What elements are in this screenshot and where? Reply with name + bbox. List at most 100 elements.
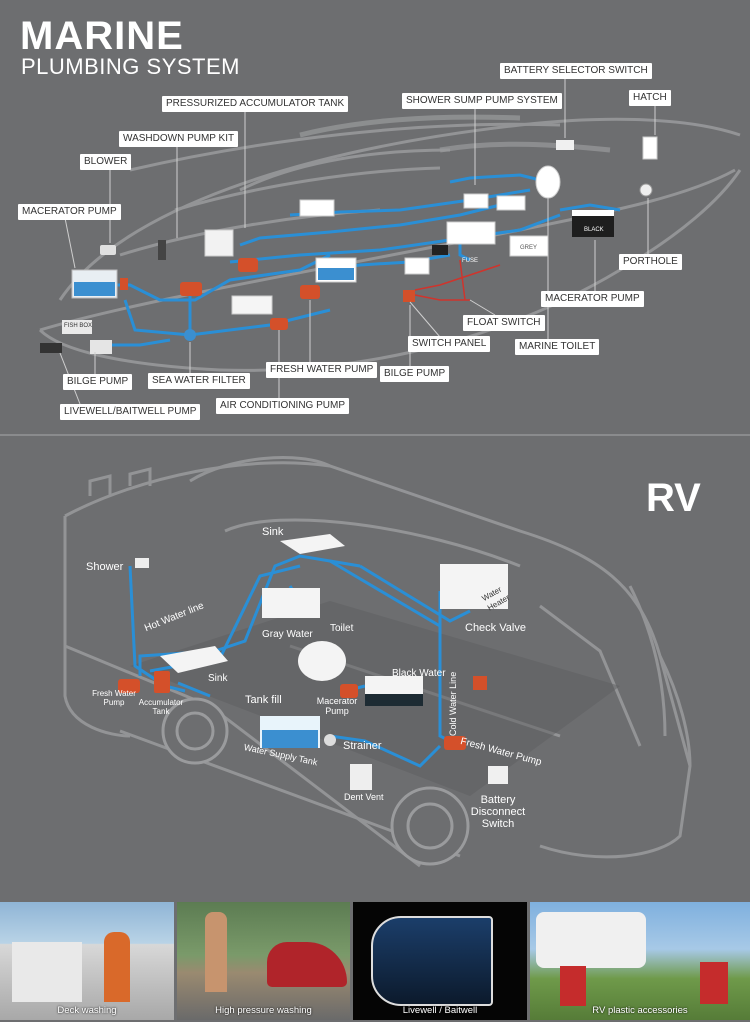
fresh-water-pump-icon (300, 285, 320, 299)
rv-toilet (298, 641, 346, 681)
rv-components (118, 534, 508, 790)
blower-icon (100, 245, 116, 255)
check-valve-icon (473, 676, 487, 690)
rv-label-black-water: Black Water (392, 668, 446, 679)
tag-black: BLACK (584, 227, 604, 233)
caption-rv-accessories: RV plastic accessories (592, 1005, 688, 1016)
rv-label-sink-top: Sink (262, 526, 284, 538)
rv-label-macerator-pump: Macerator Pump (316, 696, 358, 716)
marine-components (40, 136, 658, 354)
sea-filter-icon (231, 295, 273, 315)
rv-label-fresh-pump-left: Fresh Water Pump (92, 689, 136, 707)
rv-sink-top (280, 534, 345, 554)
bilge-pump-left-icon (90, 340, 112, 354)
label-macerator-right: MACERATOR PUMP (541, 291, 644, 307)
rv-label-sink-left: Sink (208, 673, 228, 684)
accumulator-tank-rv (154, 671, 170, 693)
rv-label-dent-vent: Dent Vent (344, 792, 384, 802)
rv-label-shower: Shower (86, 561, 124, 573)
rv-label-tank-fill: Tank fill (245, 694, 282, 706)
panel-divider (0, 434, 750, 436)
label-porthole: PORTHOLE (619, 254, 682, 270)
spray-nozzle-icon (158, 240, 166, 260)
shower-tray-icon (446, 221, 496, 245)
strainer-icon (324, 734, 336, 746)
rv-label-check-valve: Check Valve (465, 622, 526, 634)
toilet-icon (535, 165, 561, 199)
rv-fresh-pump-right (444, 736, 466, 750)
label-macerator-left: MACERATOR PUMP (18, 204, 121, 220)
rv-panel: RV (0, 436, 750, 898)
macerator-pump-rv (340, 684, 358, 698)
rv-diagram (63, 456, 692, 868)
person-figure (104, 932, 130, 1002)
rv-label-accumulator-tank: Accumulator Tank (138, 698, 184, 716)
rv-label-battery-disconnect: Battery Disconnect Switch (470, 794, 526, 830)
camper-figure (536, 912, 646, 968)
tag-fish-box: FISH BOX (64, 323, 93, 329)
black-tank-icon (572, 213, 614, 237)
switch-panel-icon (404, 257, 430, 275)
rv-wheels (161, 697, 470, 866)
photo-rv-accessories: RV plastic accessories (530, 902, 750, 1020)
tag-grey: GREY (520, 245, 538, 251)
label-battery-selector: BATTERY SELECTOR SWITCH (500, 63, 652, 79)
porthole-icon (639, 183, 653, 197)
rv-label-cold-water-line: Cold Water Line (448, 671, 458, 736)
photo-strip: Deck washing High pressure washing Livew… (0, 902, 750, 1022)
person-figure (205, 912, 227, 992)
sink-right-icon (496, 195, 526, 211)
label-fresh-water-pump: FRESH WATER PUMP (266, 362, 378, 378)
ac-pump-icon (270, 318, 288, 330)
sink-icon (299, 199, 335, 217)
label-marine-toilet: MARINE TOILET (515, 339, 600, 355)
label-washdown: WASHDOWN PUMP KIT (119, 131, 239, 147)
rv-label-toilet: Toilet (330, 623, 354, 634)
shower-head-icon (135, 558, 149, 568)
bilge-pump-icon (403, 290, 415, 302)
fresh-pump-icon (238, 258, 258, 272)
label-livewell: LIVEWELL/BAITWELL PUMP (60, 404, 201, 420)
fish-box (62, 320, 92, 334)
label-sea-water-filter: SEA WATER FILTER (148, 373, 250, 389)
rv-fresh-pump-left (118, 679, 140, 693)
boat-outline (38, 117, 742, 372)
aquarium-figure (371, 916, 493, 1006)
water-heater (440, 564, 508, 609)
marine-wires (414, 259, 501, 301)
gray-water-tank (262, 588, 320, 618)
marine-title: MARINE (20, 14, 184, 58)
label-bilge-pump-left: BILGE PUMP (63, 374, 133, 390)
caption-livewell: Livewell / Baitwell (402, 1005, 478, 1016)
livewell-pump-left-icon (40, 343, 62, 353)
label-air-conditioning: AIR CONDITIONING PUMP (216, 398, 350, 414)
label-blower: BLOWER (80, 154, 132, 170)
label-shower-sump: SHOWER SUMP PUMP SYSTEM (402, 93, 562, 109)
photo-deck-washing: Deck washing (0, 902, 174, 1020)
photo-livewell: Livewell / Baitwell (353, 902, 527, 1020)
washdown-pump-icon (180, 282, 202, 296)
tag-fuse: FUSE (462, 258, 479, 264)
label-pressurized-tank: PRESSURIZED ACCUMULATOR TANK (162, 96, 349, 112)
caption-high-pressure-washing: High pressure washing (215, 1005, 312, 1016)
bilge-icon (432, 245, 448, 255)
rv-label-gray-water: Gray Water (262, 629, 313, 640)
battery-switch-icon (556, 140, 574, 150)
boat-figure (267, 942, 347, 987)
livewell-pump-icon (120, 278, 128, 290)
marine-subtitle: PLUMBING SYSTEM (21, 54, 240, 79)
dent-vent-icon (350, 764, 372, 790)
battery-disconnect-icon (488, 766, 508, 784)
rv-sink-left (160, 646, 228, 673)
boat-diagram (38, 77, 742, 405)
label-bilge-pump-right: BILGE PUMP (380, 366, 450, 382)
accumulator-tank-icon (204, 229, 234, 257)
photo-high-pressure-washing: High pressure washing (177, 902, 350, 1020)
sump-box-icon (463, 193, 489, 209)
sea-strainer-icon (184, 329, 196, 341)
label-hatch: HATCH (629, 90, 671, 106)
marine-panel: MARINE PLUMBING SYSTEM (0, 0, 750, 434)
hatch-icon (642, 136, 658, 160)
rv-title: RV (646, 476, 701, 520)
rv-label-strainer: Strainer (343, 740, 382, 752)
